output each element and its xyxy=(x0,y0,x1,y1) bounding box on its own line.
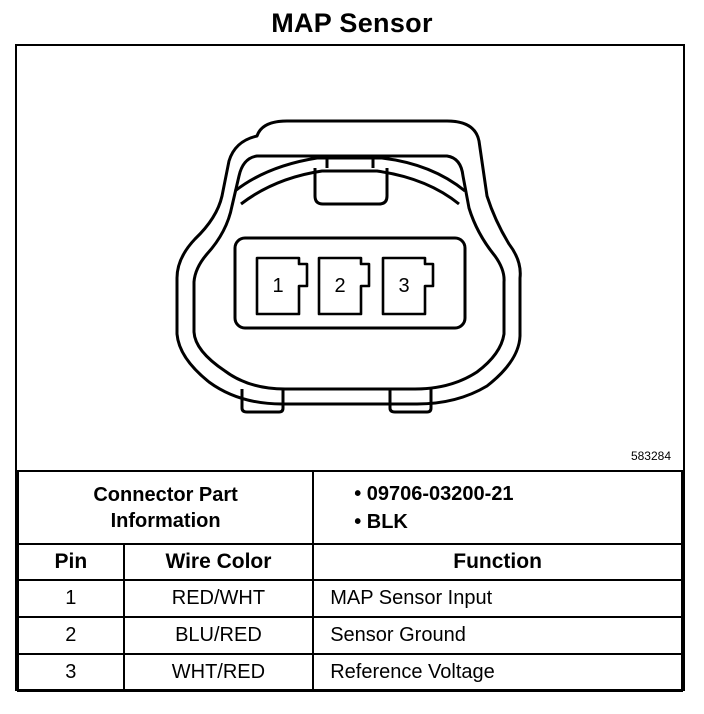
connector-part-values-cell: • 09706-03200-21 • BLK xyxy=(312,470,683,545)
pin-label-2: 2 xyxy=(334,275,345,297)
connector-housing-inner xyxy=(192,154,506,391)
cell-pin: 2 xyxy=(17,616,125,655)
pin-cavity-block xyxy=(233,236,467,330)
mounting-foot-right xyxy=(388,389,433,414)
header-function: Function xyxy=(312,543,683,581)
cell-wire-color: WHT/RED xyxy=(122,653,315,692)
pin-terminal-2 xyxy=(317,256,371,316)
connector-part-label-cell: Connector Part Information xyxy=(16,470,315,545)
table-row: 1 RED/WHT MAP Sensor Input xyxy=(17,579,683,618)
cell-wire-color: RED/WHT xyxy=(122,579,315,618)
cell-function: MAP Sensor Input xyxy=(312,579,683,618)
pin-terminal-3 xyxy=(381,256,435,316)
latch-tab xyxy=(313,168,389,206)
table-row: 3 WHT/RED Reference Voltage xyxy=(17,653,683,692)
figure-reference-number: 583284 xyxy=(630,449,671,463)
header-pin: Pin xyxy=(17,543,125,581)
connector-info-table: Connector Part Information • 09706-03200… xyxy=(16,470,683,692)
connector-part-label-line1: Connector Part xyxy=(93,483,238,506)
connector-diagram: 1 2 3 xyxy=(175,119,522,414)
page-title: MAP Sensor xyxy=(271,8,433,38)
latch-band xyxy=(234,156,466,193)
connector-color: • BLK xyxy=(354,510,408,533)
pin-label-1: 1 xyxy=(272,275,283,297)
diagram-frame: 1 2 3 583284 Connector Part Information … xyxy=(15,44,685,692)
cell-function: Sensor Ground xyxy=(312,616,683,655)
table-row: 2 BLU/RED Sensor Ground xyxy=(17,616,683,655)
connector-part-label-line2: Information xyxy=(110,509,221,532)
header-wire-color: Wire Color xyxy=(122,543,315,581)
cell-wire-color: BLU/RED xyxy=(122,616,315,655)
pin-terminal-1 xyxy=(255,256,309,316)
connector-part-number: • 09706-03200-21 xyxy=(354,482,514,505)
mounting-foot-left xyxy=(240,389,285,414)
pin-label-3: 3 xyxy=(398,275,409,297)
cell-pin: 1 xyxy=(17,579,125,618)
connector-part-row: Connector Part Information • 09706-03200… xyxy=(16,470,683,545)
connector-housing-outline xyxy=(175,119,522,406)
cell-function: Reference Voltage xyxy=(312,653,683,692)
cell-pin: 3 xyxy=(17,653,125,692)
table-header-row: Pin Wire Color Function xyxy=(17,543,683,581)
